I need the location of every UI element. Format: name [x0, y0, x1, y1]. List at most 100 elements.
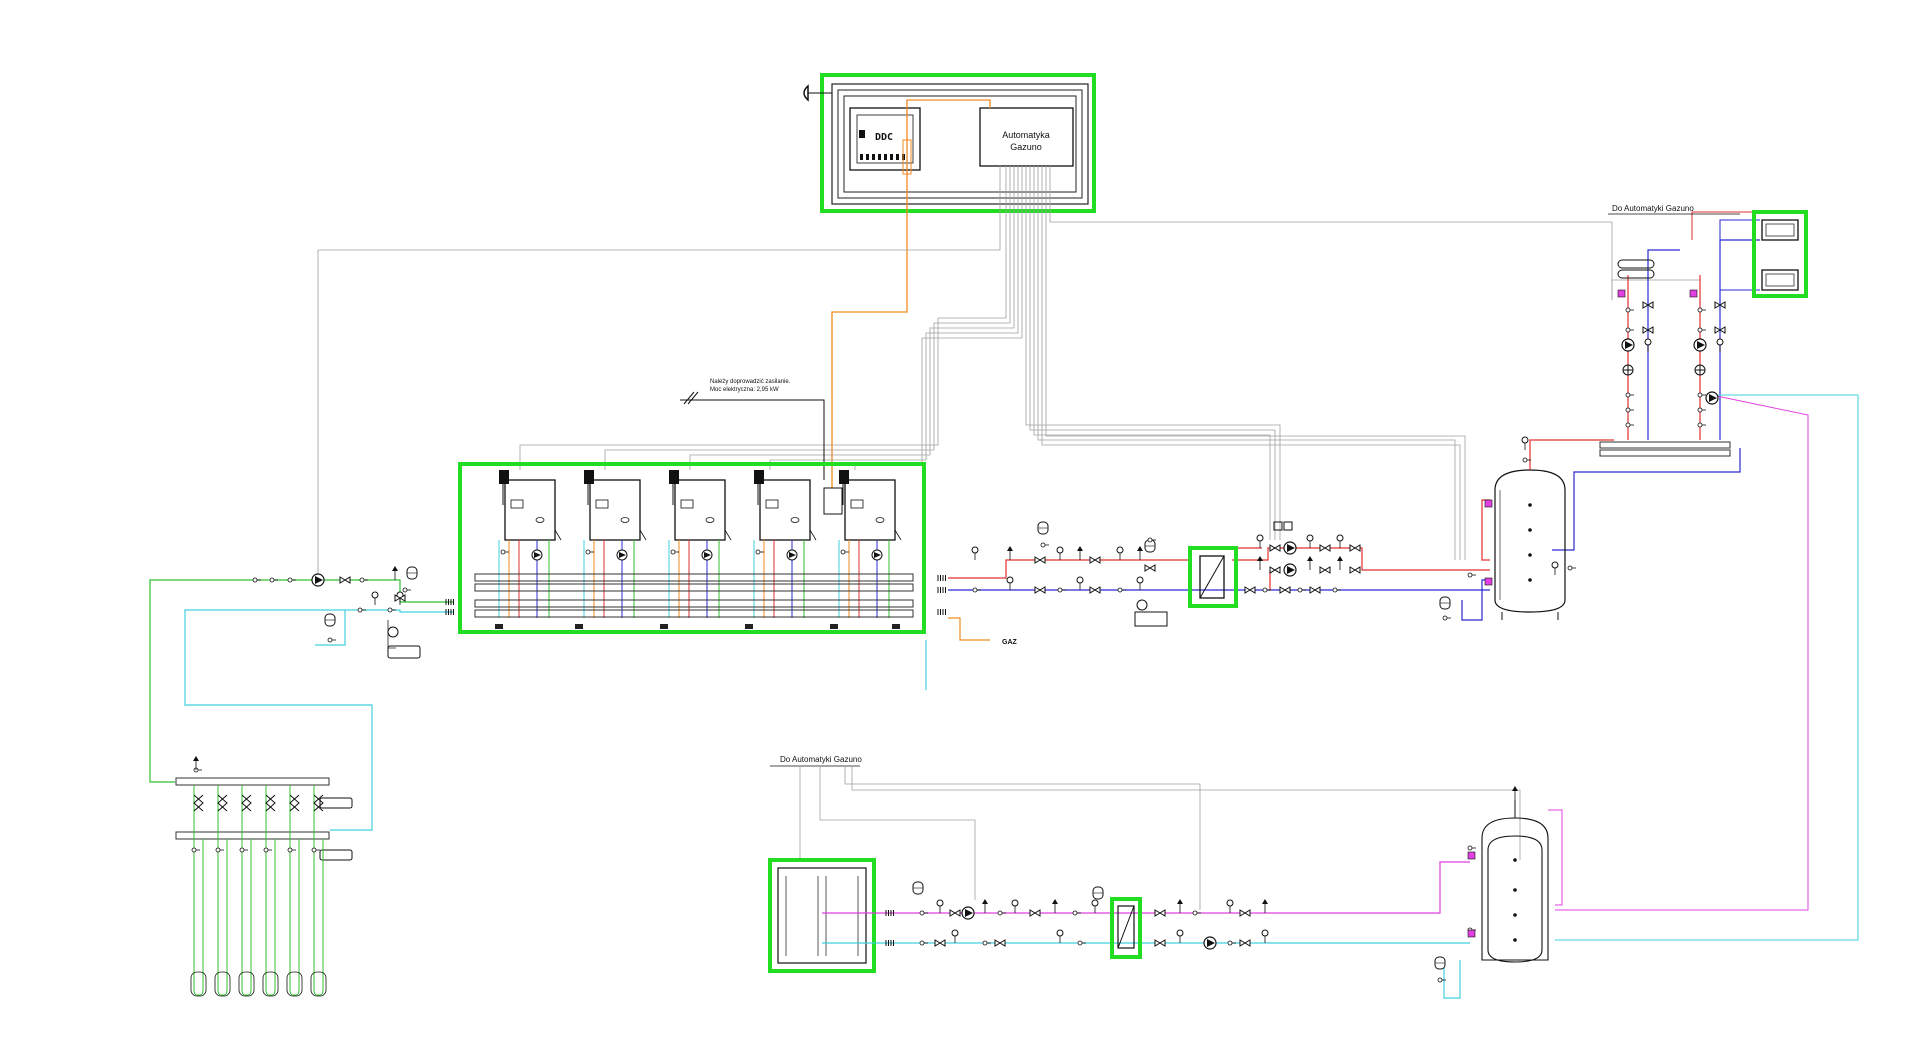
- floor-loop[interactable]: [238, 785, 255, 997]
- valve-icon[interactable]: [1319, 566, 1331, 574]
- valve-icon[interactable]: [1144, 564, 1156, 572]
- valve-icon[interactable]: [1089, 586, 1101, 594]
- drain-valve-icon[interactable]: [1697, 307, 1706, 313]
- drain-valve-icon[interactable]: [500, 549, 509, 555]
- drain-valve-icon[interactable]: [1117, 587, 1126, 593]
- drain-valve-icon[interactable]: [1442, 615, 1451, 621]
- valve-icon[interactable]: [1029, 909, 1041, 917]
- valve-icon[interactable]: [1714, 326, 1726, 334]
- valve-icon[interactable]: [1154, 939, 1166, 947]
- drain-valve-icon[interactable]: [585, 549, 594, 555]
- drain-valve-icon[interactable]: [252, 577, 261, 583]
- boiler-icon[interactable]: [498, 470, 562, 618]
- valve-icon[interactable]: [1034, 556, 1046, 564]
- drain-valve-icon[interactable]: [1057, 587, 1066, 593]
- drain-valve-icon[interactable]: [1332, 587, 1341, 593]
- buffer-tank-main[interactable]: [1494, 469, 1566, 620]
- expansion-vessel-icon[interactable]: [1092, 886, 1104, 900]
- drain-valve-icon[interactable]: [1697, 392, 1706, 398]
- valve-icon[interactable]: [1642, 326, 1654, 334]
- drain-valve-icon[interactable]: [287, 577, 296, 583]
- drain-valve-icon[interactable]: [1467, 572, 1476, 578]
- drain-valve-icon[interactable]: [191, 847, 200, 853]
- boiler-cascade-highlight[interactable]: [458, 462, 926, 634]
- pump-icon[interactable]: [1283, 541, 1297, 555]
- pump-icon[interactable]: [311, 573, 325, 587]
- drain-valve-icon[interactable]: [1072, 910, 1081, 916]
- valve-icon[interactable]: [1349, 544, 1361, 552]
- pump-icon[interactable]: [871, 549, 883, 561]
- drain-valve-icon[interactable]: [311, 847, 320, 853]
- valve-icon[interactable]: [1309, 586, 1321, 594]
- ddc-controller[interactable]: [849, 107, 921, 171]
- drain-valve-icon[interactable]: [327, 637, 336, 643]
- drain-valve-icon[interactable]: [269, 577, 278, 583]
- drain-valve-icon[interactable]: [1625, 392, 1634, 398]
- drain-valve-icon[interactable]: [193, 767, 202, 773]
- valve-icon[interactable]: [1244, 586, 1256, 594]
- drain-valve-icon[interactable]: [1625, 307, 1634, 313]
- boiler-icon[interactable]: [668, 470, 732, 618]
- valve-icon[interactable]: [289, 794, 300, 812]
- drain-valve-icon[interactable]: [287, 847, 296, 853]
- valve-icon[interactable]: [313, 794, 324, 812]
- drain-valve-icon[interactable]: [670, 549, 679, 555]
- drain-valve-icon[interactable]: [215, 847, 224, 853]
- valve-icon[interactable]: [1034, 586, 1046, 594]
- valve-icon[interactable]: [1642, 301, 1654, 309]
- pump-icon[interactable]: [616, 549, 628, 561]
- boiler-icon[interactable]: [753, 470, 817, 618]
- drain-valve-icon[interactable]: [919, 940, 928, 946]
- valve-icon[interactable]: [1154, 909, 1166, 917]
- drain-valve-icon[interactable]: [1227, 940, 1236, 946]
- drain-valve-icon[interactable]: [997, 910, 1006, 916]
- drain-valve-icon[interactable]: [1625, 422, 1634, 428]
- drain-valve-icon[interactable]: [1625, 327, 1634, 333]
- heat-exchanger-bottom[interactable]: [1110, 897, 1142, 959]
- valve-icon[interactable]: [1349, 566, 1361, 574]
- drain-valve-icon[interactable]: [387, 607, 396, 613]
- mixing-valve-icon[interactable]: [1622, 364, 1634, 376]
- expansion-vessel-icon[interactable]: [1037, 521, 1049, 535]
- valve-icon[interactable]: [1269, 544, 1281, 552]
- valve-icon[interactable]: [241, 794, 252, 812]
- pump-icon[interactable]: [1621, 338, 1635, 352]
- floor-loop[interactable]: [190, 785, 207, 997]
- pump-icon[interactable]: [1693, 338, 1707, 352]
- pump-icon[interactable]: [531, 549, 543, 561]
- drain-valve-icon[interactable]: [1522, 457, 1531, 463]
- drain-valve-icon[interactable]: [1625, 407, 1634, 413]
- control-cabinet-highlight[interactable]: [820, 73, 1096, 213]
- pump-icon[interactable]: [1283, 563, 1297, 577]
- drain-valve-icon[interactable]: [972, 587, 981, 593]
- pump-icon[interactable]: [1203, 936, 1217, 950]
- heat-exchanger-main[interactable]: [1188, 546, 1238, 608]
- drain-valve-icon[interactable]: [402, 587, 411, 593]
- pump-icon[interactable]: [1705, 391, 1719, 405]
- boiler-icon[interactable]: [583, 470, 647, 618]
- drain-valve-icon[interactable]: [359, 577, 368, 583]
- drain-valve-icon[interactable]: [1467, 845, 1476, 851]
- valve-icon[interactable]: [265, 794, 276, 812]
- expansion-vessel-icon[interactable]: [324, 613, 336, 627]
- drain-valve-icon[interactable]: [1697, 327, 1706, 333]
- drain-valve-icon[interactable]: [755, 549, 764, 555]
- valve-icon[interactable]: [949, 909, 961, 917]
- drain-valve-icon[interactable]: [919, 910, 928, 916]
- drain-valve-icon[interactable]: [1437, 977, 1446, 983]
- valve-icon[interactable]: [394, 594, 406, 602]
- valve-icon[interactable]: [1279, 586, 1291, 594]
- drain-valve-icon[interactable]: [840, 549, 849, 555]
- valve-icon[interactable]: [217, 794, 228, 812]
- valve-icon[interactable]: [339, 576, 351, 584]
- boiler-icon[interactable]: [838, 470, 902, 618]
- mixing-valve-icon[interactable]: [1694, 364, 1706, 376]
- pump-icon[interactable]: [701, 549, 713, 561]
- valve-icon[interactable]: [994, 939, 1006, 947]
- drain-valve-icon[interactable]: [1262, 587, 1271, 593]
- valve-icon[interactable]: [1239, 909, 1251, 917]
- automation-module[interactable]: [979, 107, 1074, 167]
- expansion-vessel-icon[interactable]: [912, 881, 924, 895]
- drain-valve-icon[interactable]: [1567, 565, 1576, 571]
- drain-valve-icon[interactable]: [1297, 587, 1306, 593]
